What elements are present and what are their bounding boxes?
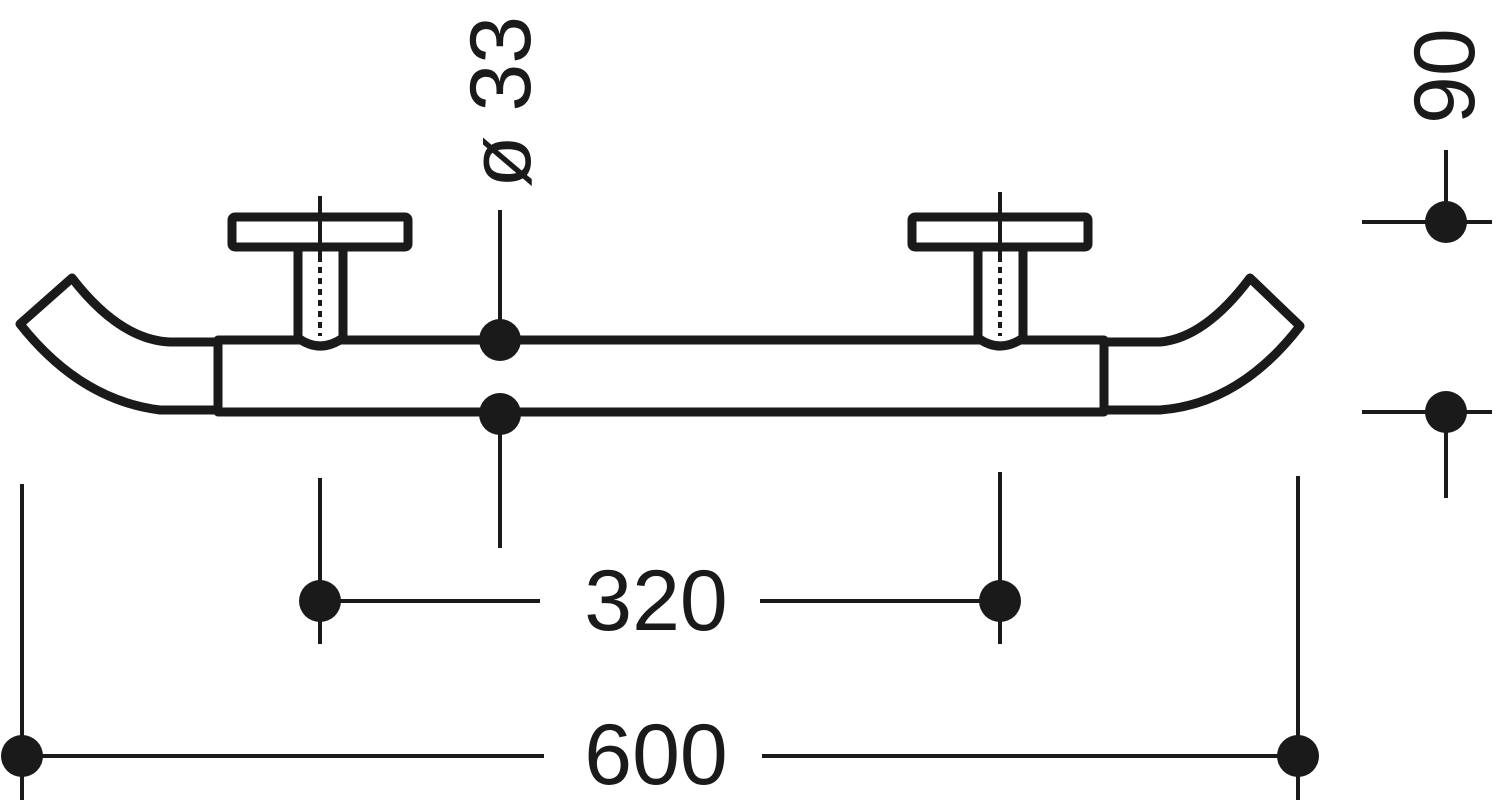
diameter-dimension: ø 33 (453, 16, 549, 548)
projection-dot-top (1425, 201, 1467, 243)
length-dot-right (1277, 735, 1319, 777)
right-post (973, 242, 1028, 351)
overall-length-label: 600 (584, 707, 728, 803)
overall-length-dimension: 600 (1, 476, 1319, 803)
fixing-dot-right (979, 580, 1021, 622)
grab-rail (15, 212, 1305, 417)
diameter-dot-top (479, 319, 521, 361)
projection-dot-bottom (1425, 391, 1467, 433)
diameter-value: 33 (453, 16, 549, 112)
left-post (293, 242, 348, 351)
left-wall-bracket (227, 212, 413, 351)
diameter-symbol: ø (453, 135, 549, 188)
length-dot-left (1, 735, 43, 777)
projection-dimension: 90 (1362, 28, 1493, 498)
rail-right-end (1097, 273, 1305, 415)
projection-label: 90 (1397, 28, 1493, 124)
rail-left-end (15, 273, 225, 415)
diameter-dot-bottom (479, 393, 521, 435)
fixing-dot-left (299, 580, 341, 622)
fixing-centres-dimension: 320 (299, 472, 1021, 649)
rail-tube (213, 335, 1109, 417)
fixing-centres-label: 320 (584, 553, 728, 649)
diameter-label: ø 33 (453, 16, 549, 188)
